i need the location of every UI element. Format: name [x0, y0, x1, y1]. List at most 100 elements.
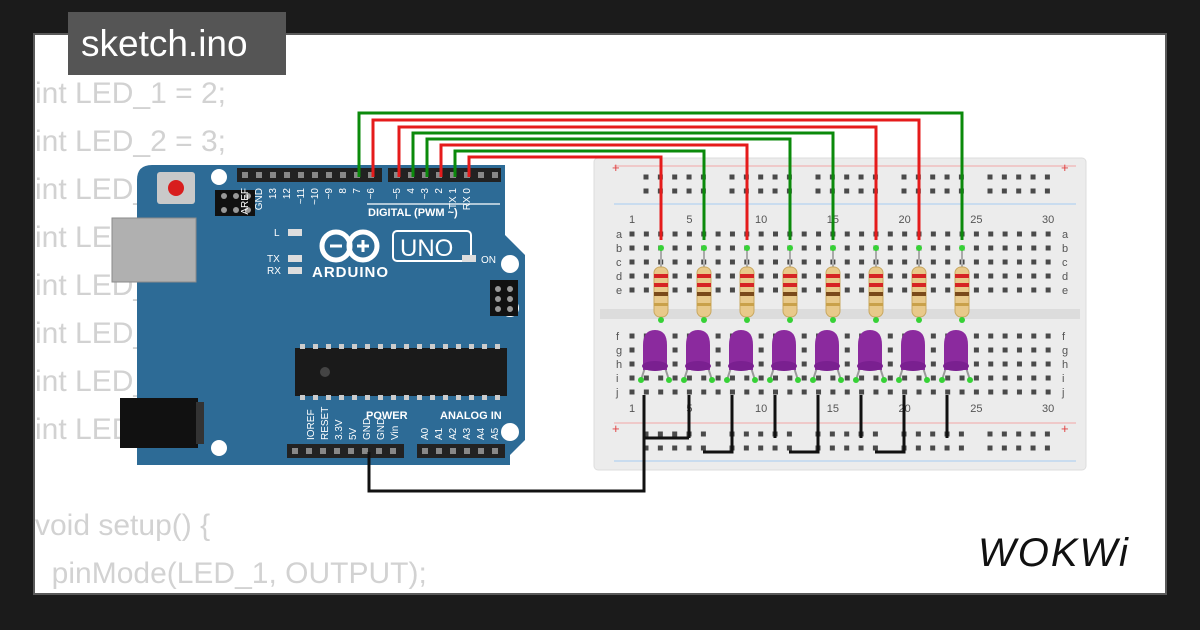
top-pin-label: RX 0 [462, 188, 473, 211]
code-line: pinMode(LED_1, OUTPUT); [35, 557, 427, 590]
usb-port [111, 217, 197, 283]
column-number: 10 [755, 214, 767, 226]
row-letter: h [1062, 359, 1068, 371]
led[interactable] [939, 317, 973, 383]
led[interactable] [896, 317, 930, 383]
power-pin-label: GND [376, 418, 387, 440]
power-pin-label: GND [362, 418, 373, 440]
row-letter: i [1062, 373, 1064, 385]
resistor[interactable] [868, 245, 884, 320]
top-pin-label: TX 1 [448, 188, 459, 210]
column-number: 30 [1042, 403, 1054, 415]
svg-text:+: + [1061, 160, 1069, 175]
wire-pin5[interactable] [425, 137, 792, 240]
ground-wires[interactable] [367, 395, 949, 493]
column-number: 15 [827, 403, 839, 415]
digital-label: DIGITAL (PWM ~) [368, 207, 458, 219]
analog-pin-label: A4 [476, 427, 487, 440]
svg-text:POWER: POWER [366, 410, 408, 422]
column-number: 1 [629, 214, 635, 226]
analog-pin-label: A5 [490, 427, 501, 440]
top-pin-label: 12 [282, 188, 293, 200]
arduino-logo [319, 229, 380, 263]
row-letter: a [1062, 229, 1069, 241]
top-pin-label: 7 [352, 188, 363, 194]
led[interactable] [853, 317, 887, 383]
column-number: 30 [1042, 214, 1054, 226]
wire-pin7[interactable] [397, 125, 878, 240]
resistor[interactable] [911, 245, 927, 320]
digital-header-right [388, 168, 501, 182]
top-pin-label: 2 [434, 188, 445, 194]
led-on-indicator [462, 255, 476, 262]
top-pin-label: ~11 [296, 188, 307, 205]
top-pin-label: ~5 [392, 188, 403, 200]
led[interactable] [724, 317, 758, 383]
resistor[interactable] [653, 245, 669, 320]
analog-pin-label: A1 [434, 427, 445, 440]
top-pin-label: GND [254, 188, 265, 210]
row-letter: e [616, 285, 622, 297]
analog-pin-label: A3 [462, 427, 473, 440]
wire-pin8[interactable] [371, 118, 921, 240]
svg-text:WOKWi: WOKWi [978, 531, 1130, 575]
row-letter: f [1062, 331, 1066, 343]
row-letter: d [1062, 271, 1068, 283]
resistor[interactable] [782, 245, 798, 320]
led[interactable] [638, 317, 672, 383]
svg-text:TX: TX [267, 254, 280, 265]
wire-pin2[interactable] [467, 155, 663, 240]
top-pin-label: 4 [406, 188, 417, 194]
resistor[interactable] [825, 245, 841, 320]
row-letter: f [616, 331, 620, 343]
row-letter: j [1061, 387, 1064, 399]
column-number: 20 [899, 214, 911, 226]
column-number: 10 [755, 403, 767, 415]
code-line: void setup() { [35, 509, 211, 542]
signal-wires[interactable] [357, 111, 964, 240]
top-pin-label: 13 [268, 188, 279, 200]
row-letter: h [616, 359, 622, 371]
top-pin-label: ~9 [324, 188, 335, 200]
column-number: 25 [970, 403, 982, 415]
wokwi-logo: WOKWi [978, 531, 1130, 575]
top-pin-label: ~3 [420, 188, 431, 200]
top-pin-label: AREF [240, 188, 251, 215]
power-pin-label: 3.3V [334, 419, 345, 440]
svg-text:RX: RX [267, 266, 281, 277]
column-number: 1 [629, 403, 635, 415]
svg-text:+: + [1061, 421, 1069, 436]
row-letter: b [616, 243, 622, 255]
wire-pin6[interactable] [411, 131, 835, 240]
svg-text:+: + [612, 421, 620, 436]
row-letter: i [616, 373, 618, 385]
top-pin-label: ~6 [366, 188, 377, 200]
wire-pin4[interactable] [439, 143, 749, 240]
file-tab[interactable]: sketch.ino [68, 12, 286, 75]
power-jack [120, 398, 198, 448]
board-brand: ARDUINO [312, 264, 389, 281]
row-letter: g [1062, 345, 1068, 357]
row-letter: j [615, 387, 618, 399]
led[interactable] [810, 317, 844, 383]
wire-pin3[interactable] [453, 149, 706, 240]
led[interactable] [767, 317, 801, 383]
resistor[interactable] [696, 245, 712, 320]
power-header [287, 444, 404, 458]
resistor[interactable] [739, 245, 755, 320]
top-pin-label: 8 [338, 188, 349, 194]
column-number: 5 [686, 214, 692, 226]
row-letter: c [1062, 257, 1068, 269]
row-letter: d [616, 271, 622, 283]
svg-text:L: L [274, 228, 280, 239]
power-pin-label: IOREF [306, 409, 317, 440]
led-tx-indicator [288, 255, 302, 262]
analog-pin-label: A0 [420, 427, 431, 440]
wire-pin9[interactable] [357, 111, 964, 240]
svg-text:+: + [612, 160, 620, 175]
led[interactable] [681, 317, 715, 383]
led-rx-indicator [288, 267, 302, 274]
